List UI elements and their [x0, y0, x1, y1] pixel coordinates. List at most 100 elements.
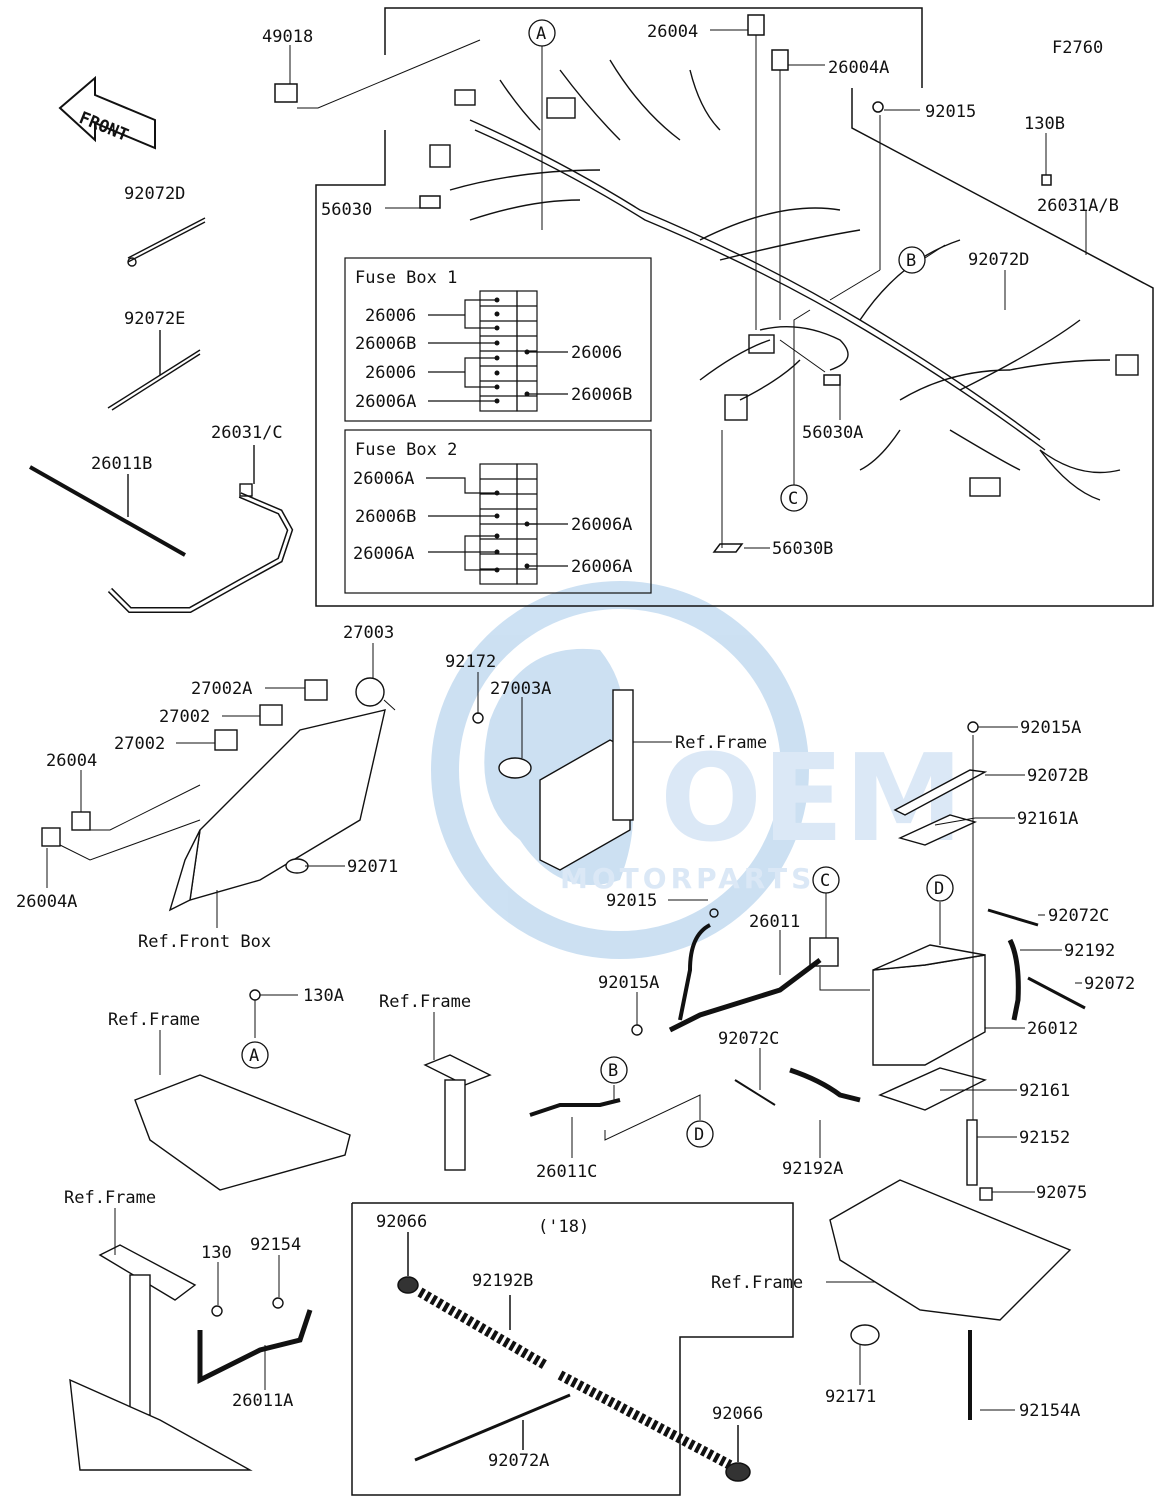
nut-92015A-mid-icon: [631, 1024, 643, 1036]
part-26004A-top: 26004A: [828, 58, 889, 78]
bolt-92172-icon: [472, 712, 484, 724]
leader-lines-top: [289, 29, 1087, 549]
tie-92072C-right-icon: [987, 908, 1039, 927]
callout-A-top-label: A: [536, 24, 546, 44]
fuse-box-2-right-1: 26006A: [571, 557, 632, 577]
bolt-130-icon: [211, 1305, 223, 1317]
plate-92072B-icon: [893, 769, 988, 816]
part-2018-note: ('18): [538, 1217, 589, 1237]
part-27002-2: 27002: [114, 734, 165, 754]
cable-26011A-icon: [197, 1309, 313, 1385]
callout-B-low: [600, 1056, 628, 1084]
front-arrow: FRONT: [58, 75, 156, 150]
middle-cables: [529, 908, 861, 1117]
part-26031C: 26031/C: [211, 423, 283, 443]
relay-26011-icon: [809, 937, 839, 967]
figure-code: F2760: [1052, 38, 1103, 58]
connector-49018-icon: [274, 83, 298, 103]
part-92161: 92161: [1019, 1081, 1070, 1101]
part-26011B: 26011B: [91, 454, 152, 474]
part-130A: 130A: [303, 986, 344, 1006]
callout-A-low-label: A: [249, 1046, 259, 1066]
cap-92066-1-icon: [397, 1276, 419, 1294]
part-92072C-right: 92072C: [1048, 906, 1109, 926]
part-92152: 92152: [1019, 1128, 1070, 1148]
part-92071: 92071: [347, 857, 398, 877]
callout-A-low: [241, 1041, 269, 1069]
part-27002A: 27002A: [191, 679, 252, 699]
callout-B-top-label: B: [906, 251, 916, 271]
part-92161A: 92161A: [1017, 809, 1078, 829]
cover-92192-icon: [1007, 938, 1021, 1021]
part-26012: 26012: [1027, 1019, 1078, 1039]
harness-frame: [315, 7, 1154, 607]
clip-92075-icon: [979, 1187, 993, 1201]
fuse-box-1-left-1: 26006B: [355, 334, 416, 354]
front-box-leaders: [46, 643, 396, 928]
frame-ref-lower-left: [69, 989, 492, 1471]
fuse-box-1-left-0: 26006: [365, 306, 416, 326]
callout-letters: A B C C D B D A: [249, 24, 944, 1145]
ref-frame-3: Ref.Frame: [379, 992, 471, 1012]
part-92015A-top: 92015A: [1020, 718, 1081, 738]
nut-92015-icon: [872, 101, 884, 113]
cover-92192A-icon: [789, 1067, 861, 1103]
battery-area: [829, 721, 1086, 1420]
switch-27002-1-icon: [259, 704, 283, 726]
part-92192B: 92192B: [472, 1271, 533, 1291]
bolt-92154-icon: [272, 1297, 284, 1309]
fuse-box-2: [344, 429, 652, 594]
part-27003: 27003: [343, 623, 394, 643]
part-92015-top: 92015: [925, 102, 976, 122]
cap-92066-2-icon: [725, 1462, 751, 1482]
rod-92152-icon: [966, 1119, 978, 1186]
callout-B-low-label: B: [608, 1061, 618, 1081]
part-labels: F2760 49018 26004 26004A 92015 130B 2603…: [16, 22, 1135, 1471]
ref-frame-5: Ref.Frame: [711, 1273, 803, 1293]
fuse-box-2-left-1: 26006B: [355, 507, 416, 527]
part-56030B: 56030B: [772, 539, 833, 559]
switch-27002A-icon: [304, 679, 328, 701]
part-92072B: 92072B: [1027, 766, 1088, 786]
tie-92072C-mid-icon: [734, 1079, 776, 1106]
socket-27003-icon: [355, 677, 385, 707]
connector-26004-icon: [747, 14, 765, 36]
ref-frame-1: Ref.Frame: [675, 733, 767, 753]
part-92072A: 92072A: [488, 1451, 549, 1471]
clamp-92171-icon: [850, 1324, 880, 1346]
part-92154: 92154: [250, 1235, 301, 1255]
fuse-box-1-right-0: 26006: [571, 343, 622, 363]
part-92072E: 92072E: [124, 309, 185, 329]
nut-92015-mid-icon: [709, 908, 719, 918]
part-56030A: 56030A: [802, 423, 863, 443]
callout-D-mid: [926, 874, 954, 902]
tape-56030-icon: [419, 195, 441, 209]
part-92192: 92192: [1064, 941, 1115, 961]
battery-leaders: [826, 726, 1082, 1411]
nut-92015A-top-icon: [967, 721, 979, 733]
pad-92161-icon: [878, 1067, 987, 1111]
box-2018: [351, 1202, 794, 1496]
bolt-130A-icon: [249, 989, 261, 1001]
part-26011A: 26011A: [232, 1391, 293, 1411]
part-130: 130: [201, 1243, 232, 1263]
connector-26004A-mid-icon: [41, 827, 61, 847]
part-92171: 92171: [825, 1387, 876, 1407]
part-92066-2: 92066: [712, 1404, 763, 1424]
part-26031AB: 26031A/B: [1037, 196, 1119, 216]
tie-92072A-icon: [414, 1393, 571, 1462]
callout-D-low: [686, 1120, 714, 1148]
battery-26012-icon: [872, 954, 986, 1066]
part-92066-1: 92066: [376, 1212, 427, 1232]
part-26011C: 26011C: [536, 1162, 597, 1182]
switch-27002-2-icon: [214, 729, 238, 751]
callout-circles: [241, 19, 954, 1148]
part-92015-mid: 92015: [606, 891, 657, 911]
part-26004-mid: 26004: [46, 751, 97, 771]
ref-frame-2: Ref.Frame: [108, 1010, 200, 1030]
callout-C-top-label: C: [788, 489, 798, 509]
frame-ref-middle-leaders: [477, 672, 672, 758]
part-27002-1: 27002: [159, 707, 210, 727]
clamp-26031C-icon: [239, 483, 253, 497]
